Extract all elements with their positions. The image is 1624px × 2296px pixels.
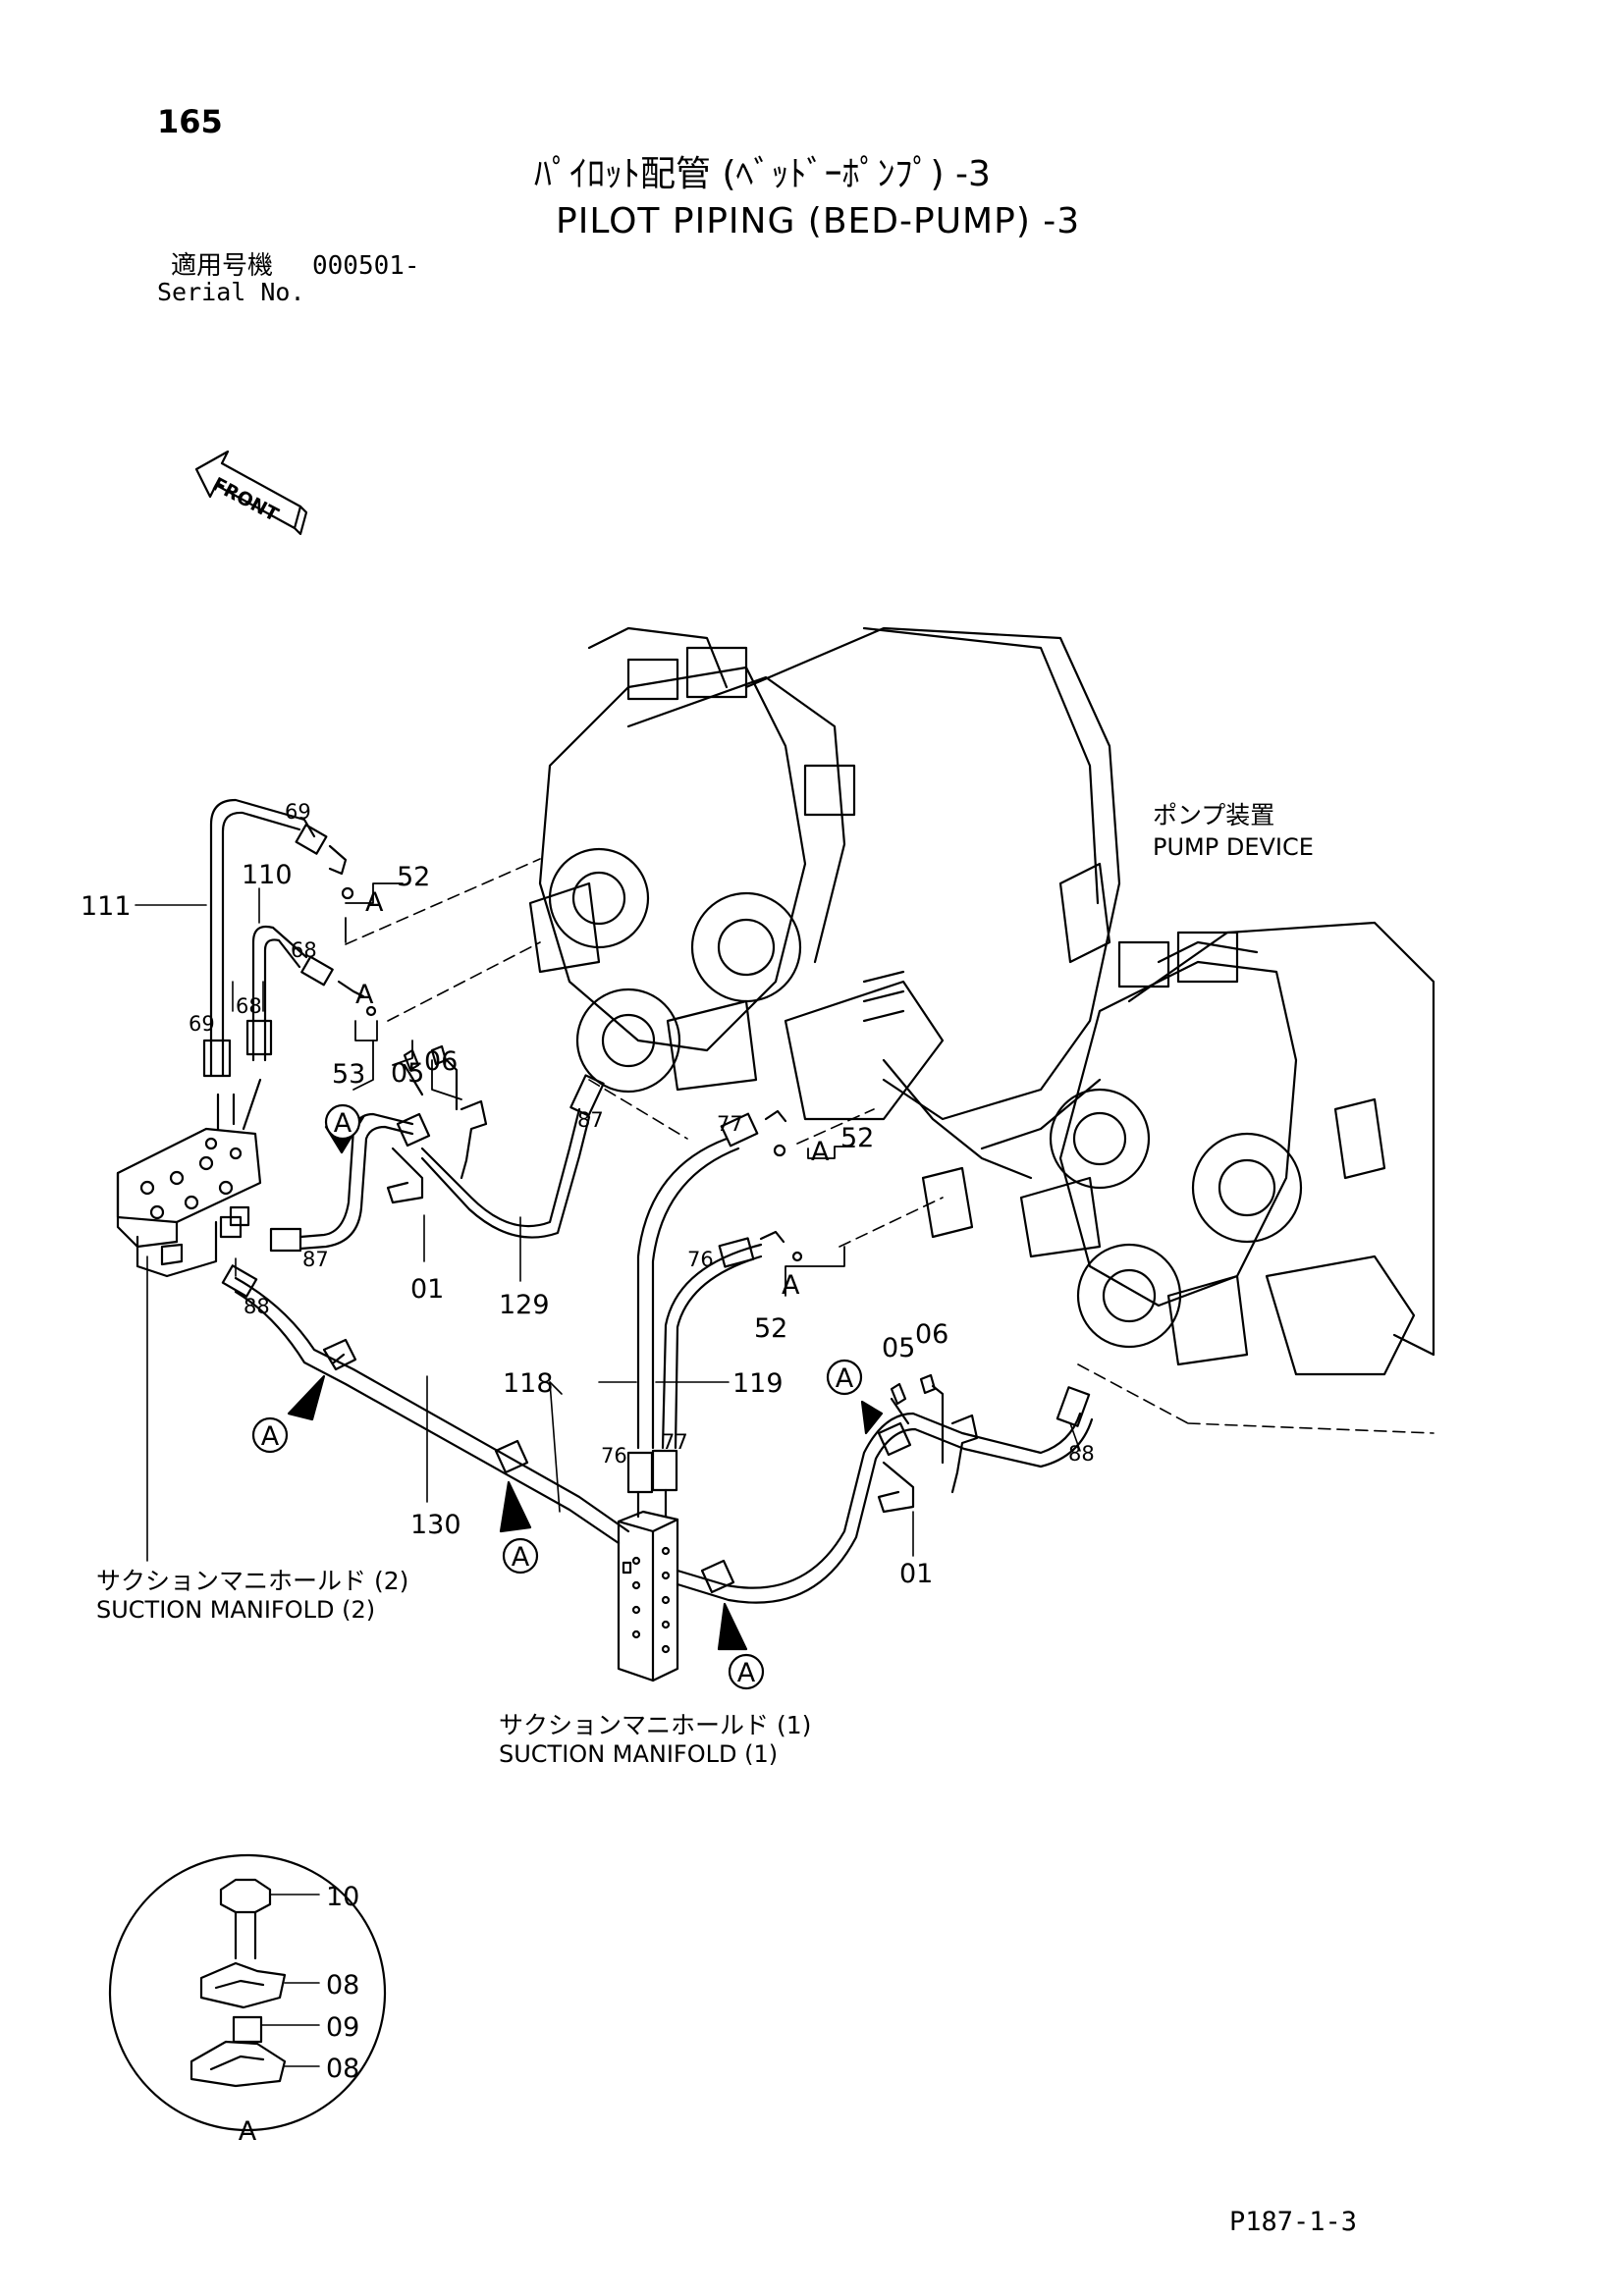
callout-a-upper-2: A <box>355 980 374 1010</box>
control-valve-block <box>116 1127 262 1278</box>
callout-a-middle-2: A <box>782 1270 800 1301</box>
suction-manifold-1-block <box>617 1510 679 1682</box>
detail-a-view <box>108 1853 387 2132</box>
callout-06-lower: 06 <box>915 1319 948 1350</box>
detail-callout-08-lower: 08 <box>326 2054 359 2084</box>
page-code: P187-1-3 <box>1229 2207 1358 2237</box>
bracket-lines <box>345 882 855 1297</box>
suction-manifold-2-label-jp: サクションマニホールド (2) <box>96 1567 409 1595</box>
callout-110: 110 <box>242 860 293 890</box>
serial-label-japanese: 適用号機 <box>171 251 274 281</box>
pump-device-label-jp: ポンプ装置 <box>1153 801 1275 829</box>
clamp-marker-1: A <box>334 1108 352 1139</box>
clamp-marker-3: A <box>512 1542 530 1573</box>
callout-a-middle-1: A <box>811 1137 830 1167</box>
callout-129: 129 <box>499 1290 550 1320</box>
callout-52-middle: 52 <box>840 1123 874 1153</box>
hoses <box>202 798 1094 1604</box>
callout-77-upper: 77 <box>717 1112 743 1136</box>
serial-label-english: Serial No. <box>157 278 305 306</box>
callout-77-lower: 77 <box>662 1430 688 1454</box>
callout-53: 53 <box>332 1059 365 1090</box>
clamp-a-markers <box>251 1103 884 1690</box>
callout-05-upper: 05 <box>391 1058 424 1089</box>
detail-callout-08-upper: 08 <box>326 1970 359 2001</box>
callout-a-upper-1: A <box>365 887 384 918</box>
callout-52-lower: 52 <box>754 1313 787 1344</box>
callout-119: 119 <box>732 1368 784 1399</box>
detail-a-leaders <box>260 1894 320 2067</box>
serial-value: 000501- <box>312 251 420 281</box>
callout-111: 111 <box>81 891 132 922</box>
suction-manifold-1-label-en: SUCTION MANIFOLD (1) <box>499 1740 779 1768</box>
callout-87-right: 87 <box>577 1108 604 1132</box>
detail-callout-09: 09 <box>326 2012 359 2043</box>
front-arrow-icon <box>194 450 308 536</box>
callout-01-upper: 01 <box>410 1274 444 1305</box>
callout-01-lower: 01 <box>899 1559 933 1589</box>
callout-88-left: 88 <box>244 1295 270 1318</box>
pump-device-2 <box>1019 921 1435 1376</box>
callout-130: 130 <box>410 1510 461 1540</box>
title-japanese: ﾊﾟｲﾛｯﾄ配管 (ﾍﾞｯﾄﾞｰﾎﾟﾝﾌﾟ) -3 <box>534 154 991 194</box>
callout-06-upper: 06 <box>424 1046 458 1077</box>
leader-lines <box>345 858 1435 1434</box>
callout-52-upper: 52 <box>397 862 430 892</box>
part-callouts: 111 110 69 69 68 68 52 A A 53 05 06 87 8… <box>81 800 1095 2147</box>
callout-87-left: 87 <box>302 1248 329 1271</box>
clamp-marker-2: A <box>261 1421 280 1452</box>
callout-05-lower: 05 <box>882 1333 915 1363</box>
page-number: 165 <box>157 103 223 140</box>
callout-69-lower: 69 <box>189 1012 215 1036</box>
suction-manifold-2-label-en: SUCTION MANIFOLD (2) <box>96 1596 376 1624</box>
callout-68-upper: 68 <box>291 938 317 962</box>
title-english: PILOT PIPING (BED-PUMP) -3 <box>556 201 1081 241</box>
pump-device-label-en: PUMP DEVICE <box>1153 833 1314 861</box>
callout-leaders <box>135 887 1081 1562</box>
pump-device-1 <box>528 626 1121 1239</box>
suction-manifold-1-label-jp: サクションマニホールド (1) <box>499 1711 812 1739</box>
callout-69-upper: 69 <box>285 800 311 824</box>
clamp-marker-4: A <box>737 1658 756 1688</box>
callout-76-lower: 76 <box>601 1444 627 1468</box>
callout-88-right: 88 <box>1068 1442 1095 1466</box>
detail-a-label: A <box>239 2116 257 2147</box>
detail-callout-10: 10 <box>326 1882 359 1912</box>
callout-68-lower: 68 <box>236 994 262 1018</box>
callout-76-upper: 76 <box>687 1248 714 1271</box>
clamp-marker-5: A <box>836 1363 854 1394</box>
callout-118: 118 <box>503 1368 554 1399</box>
